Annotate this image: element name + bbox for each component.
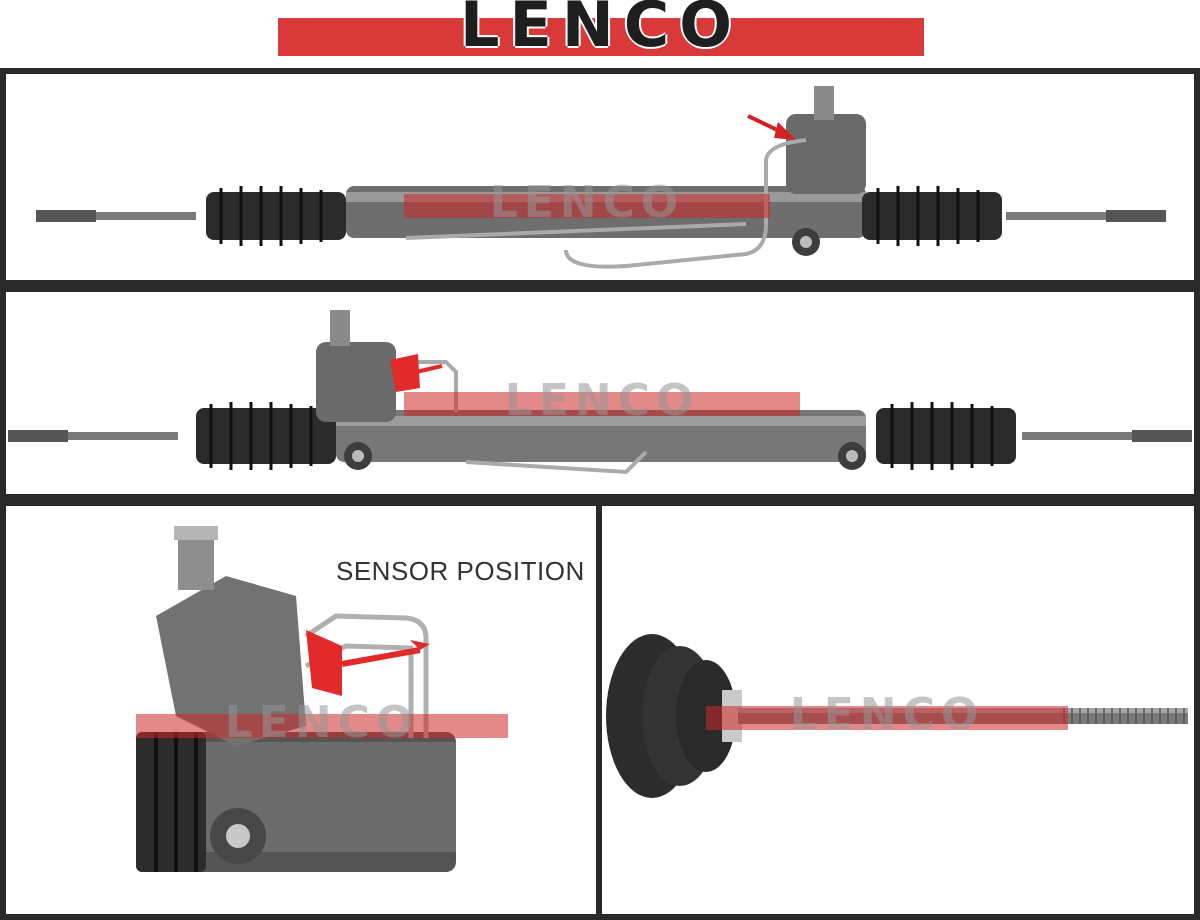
steering-rack-image [8, 310, 1192, 475]
watermark: LENCO [706, 690, 1068, 740]
photo-panel-rack-front-view: LENCO [0, 286, 1200, 500]
watermark: LENCO [136, 698, 508, 748]
logo-band [278, 18, 924, 56]
photo-panel-rack-top-view: LENCO [0, 68, 1200, 286]
photo-panel-tie-rod-closeup: LENCO [596, 500, 1200, 920]
brand-logo: LENCO [278, 0, 924, 58]
logo-text: LENCO [460, 0, 742, 61]
watermark: LENCO [404, 376, 800, 426]
watermark: LENCO [404, 178, 770, 228]
sensor-position-caption: SENSOR POSITION [336, 556, 585, 586]
photo-panel-sensor-position: SENSOR POSITION LENCO [0, 500, 602, 920]
sensor-closeup-image [136, 526, 456, 872]
